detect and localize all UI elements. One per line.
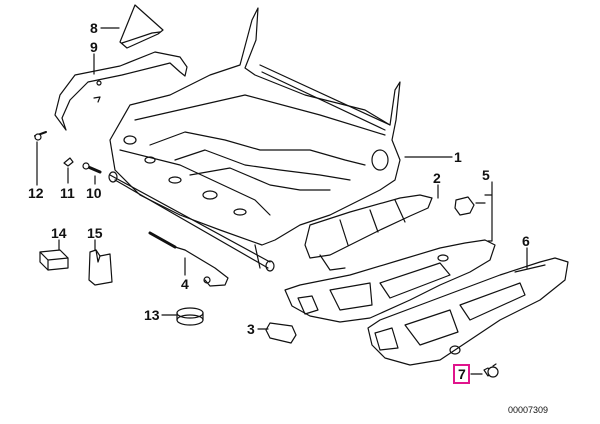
part-12-rivet-screw[interactable] — [34, 131, 47, 141]
highlight-box-7 — [453, 364, 470, 384]
callout-1[interactable]: 1 — [454, 149, 462, 165]
callout-3[interactable]: 3 — [247, 321, 255, 337]
callout-11[interactable]: 11 — [60, 185, 75, 201]
part-8-triangle-cover[interactable] — [119, 4, 164, 49]
part-5-trim-panel[interactable] — [284, 239, 496, 323]
leader-5-bracket — [484, 181, 493, 242]
callout-8[interactable]: 8 — [90, 20, 98, 36]
part-14-clip-block[interactable] — [39, 249, 69, 271]
callout-15[interactable]: 15 — [87, 225, 103, 241]
part-15-bracket-clip[interactable] — [88, 249, 113, 286]
part-4-cable-spring[interactable] — [148, 231, 229, 287]
callout-6[interactable]: 6 — [522, 233, 530, 249]
part-11-clip-screw[interactable] — [63, 157, 74, 167]
callout-4[interactable]: 4 — [181, 276, 189, 292]
callout-9[interactable]: 9 — [90, 39, 98, 55]
part-2-adjust-motor[interactable] — [304, 194, 433, 271]
part-7-knob-clip[interactable] — [483, 363, 499, 378]
callout-14[interactable]: 14 — [51, 225, 67, 241]
callout-13[interactable]: 13 — [144, 307, 160, 323]
part-9-side-trim[interactable] — [54, 51, 188, 131]
part-6-outer-trim[interactable] — [367, 257, 569, 366]
callout-12[interactable]: 12 — [28, 185, 44, 201]
part-1-seat-frame[interactable] — [108, 7, 401, 272]
part-13-ring-band[interactable] — [176, 307, 204, 326]
callout-2[interactable]: 2 — [433, 170, 441, 186]
callout-7[interactable]: 7 — [458, 366, 466, 382]
diagram-part-number: 00007309 — [508, 405, 549, 415]
part-10-bolt[interactable] — [82, 162, 102, 174]
part-3-cover-cap[interactable] — [265, 322, 297, 344]
part-5-cap[interactable] — [454, 196, 475, 216]
callout-5[interactable]: 5 — [482, 167, 490, 183]
callout-10[interactable]: 10 — [86, 185, 102, 201]
